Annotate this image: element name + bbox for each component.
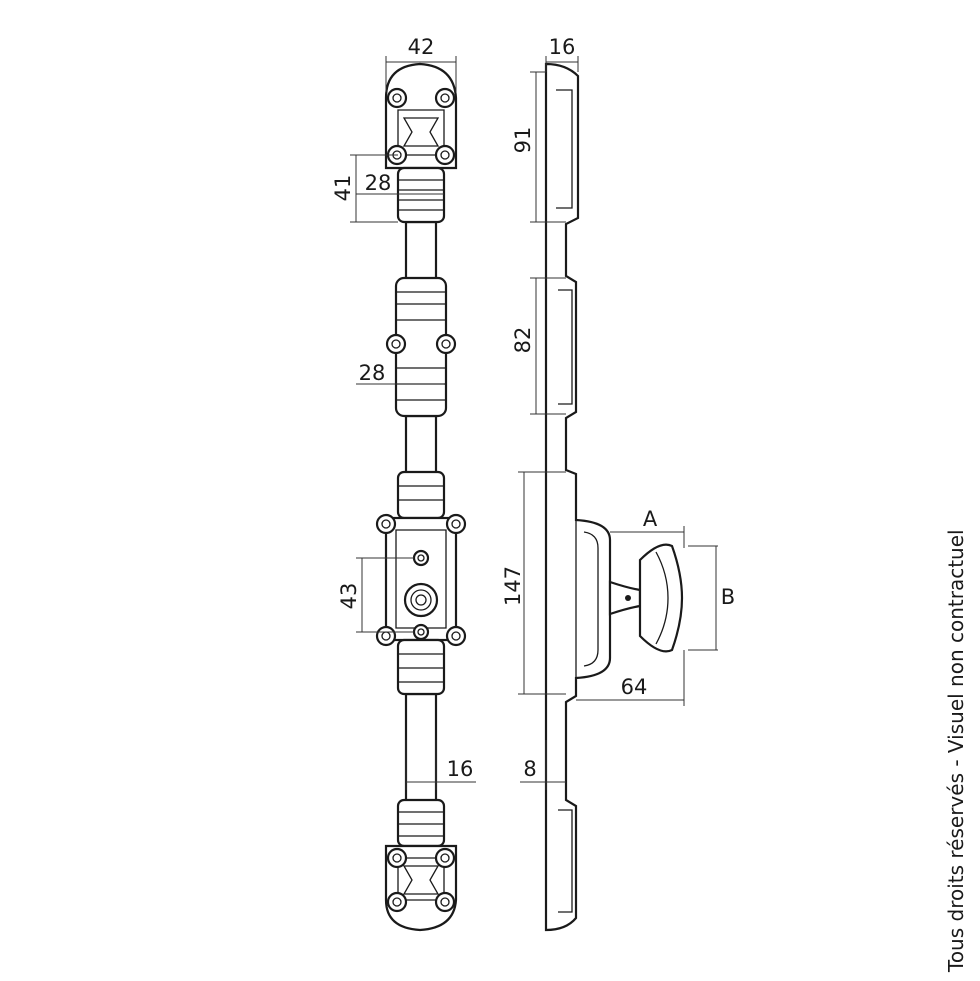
side-knob <box>608 543 684 653</box>
side-dimension-guide-height: 82 <box>511 277 566 415</box>
dim-guide-width-top: 28 <box>365 171 392 195</box>
front-dimension-guide-width-middle: 28 <box>356 361 444 385</box>
copyright-note: Tous droits réservés - Visuel non contra… <box>944 529 968 973</box>
side-dimension-offset: 8 <box>520 740 566 790</box>
side-dimension-case-height: 147 <box>501 471 566 695</box>
dim-case-height: 147 <box>501 566 525 606</box>
front-view: 42 41 28 28 43 16 <box>331 35 476 932</box>
front-dimension-guide-width-top: 28 <box>356 171 444 195</box>
dim-top-height: 91 <box>511 127 535 154</box>
dim-rod-diameter: 16 <box>447 757 474 781</box>
side-dimension-b: B <box>688 545 735 651</box>
side-dimension-a: A <box>610 507 685 548</box>
dim-guide-height: 41 <box>331 175 355 202</box>
front-dimension-width: 42 <box>385 35 457 92</box>
front-middle-guide <box>385 276 457 418</box>
side-view: 16 91 82 147 8 A <box>501 35 735 932</box>
dim-guide-width-middle: 28 <box>359 361 386 385</box>
dim-depth: 16 <box>549 35 576 59</box>
side-dimension-total-projection: 64 <box>576 650 685 706</box>
front-dimension-screw-spacing: 43 <box>337 557 414 633</box>
side-dimension-depth: 16 <box>545 35 579 72</box>
front-dimension-guide-height: 41 <box>331 154 398 223</box>
dim-label-b: B <box>721 585 735 609</box>
dim-screw-spacing: 43 <box>337 583 361 610</box>
dim-side-guide-height: 82 <box>511 327 535 354</box>
front-central-case <box>375 470 467 696</box>
front-top-guide <box>396 166 446 224</box>
dim-width-top: 42 <box>408 35 435 59</box>
front-top-cap <box>384 62 458 170</box>
side-dimension-top-height: 91 <box>511 71 566 223</box>
dim-total-projection: 64 <box>621 675 648 699</box>
dim-offset: 8 <box>523 757 536 781</box>
front-dimension-rod: 16 <box>405 740 476 790</box>
dim-label-a: A <box>643 507 658 531</box>
front-bottom-cap <box>384 798 458 932</box>
